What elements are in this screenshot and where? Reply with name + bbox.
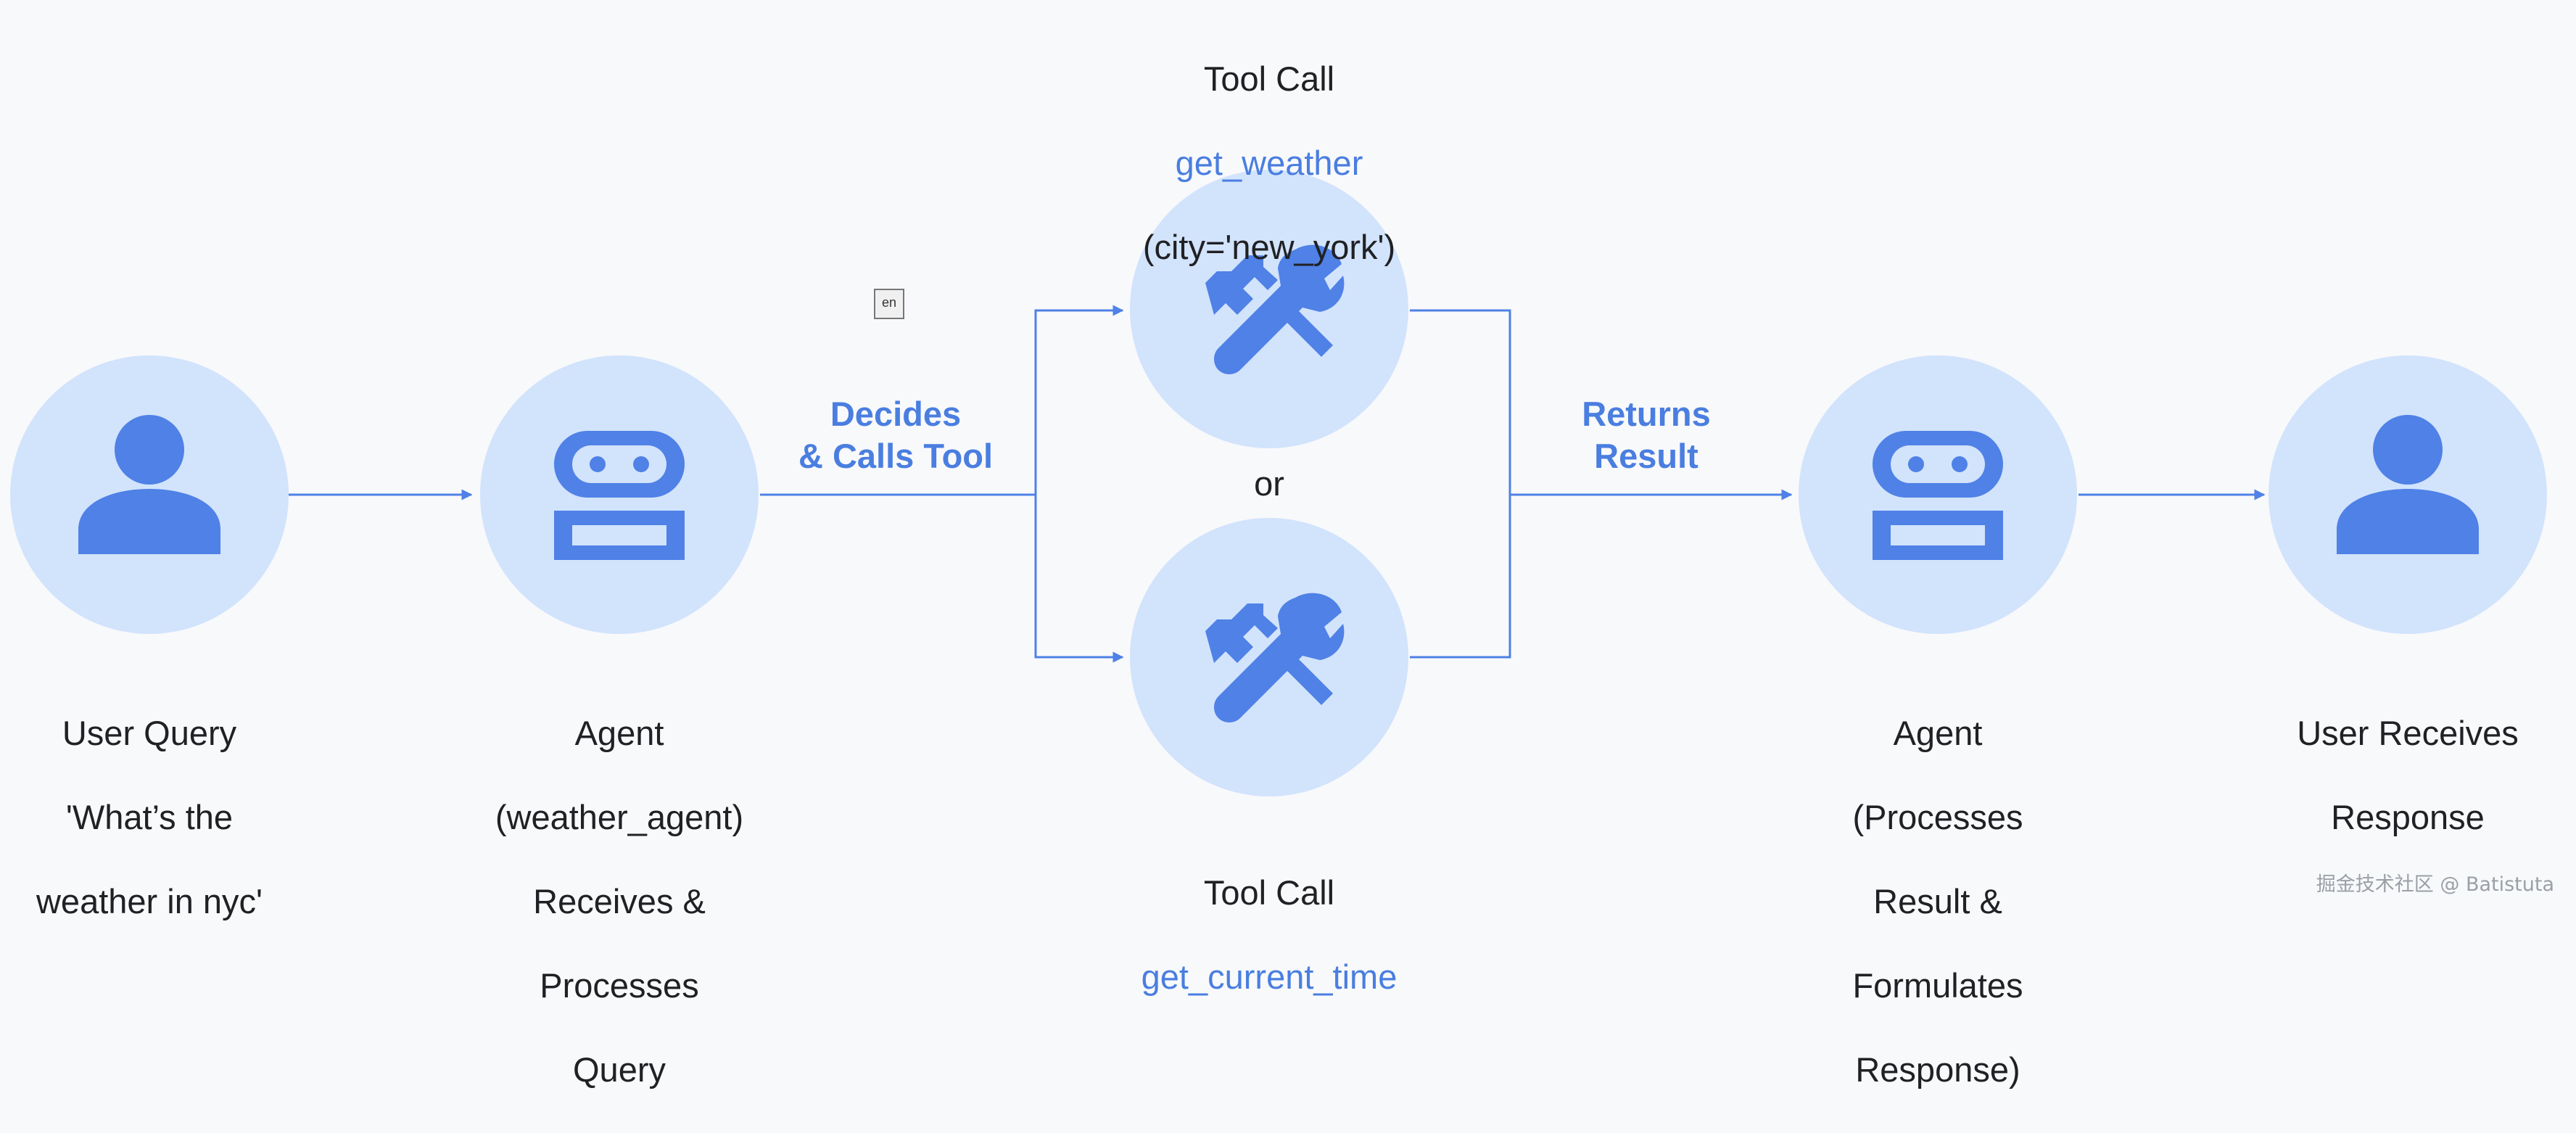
node-user-query <box>10 355 289 634</box>
node-agent-receives <box>480 355 759 634</box>
caption-line: Query <box>573 1050 666 1089</box>
tool-time-label: Tool Call get_current_time <box>1088 830 1450 1040</box>
edge-label-line: Returns <box>1582 395 1711 433</box>
or-label: or <box>1254 464 1284 503</box>
tool-weather-title: Tool Call <box>1203 59 1335 98</box>
flow-diagram <box>10 170 2547 796</box>
caption-line: Agent <box>1893 714 1983 752</box>
caption-line: Response <box>2331 798 2485 836</box>
tool-weather-args: (city='new_york') <box>1142 228 1396 266</box>
stray-glyph-icon: en <box>874 289 904 319</box>
node-user-receives <box>2269 355 2547 634</box>
caption-line: 'What’s the <box>65 798 234 836</box>
edge-label-line: Result <box>1594 437 1698 475</box>
caption-line: Agent <box>574 714 664 752</box>
node-tool-weather <box>1130 170 1408 448</box>
user-query-label: User Query 'What’s the weather in nyc' <box>4 670 294 965</box>
caption-line: (Processes <box>1852 798 2023 836</box>
edge-label-line: & Calls Tool <box>798 437 994 475</box>
tool-weather-label: Tool Call get_weather (city='new_york') <box>1088 16 1450 310</box>
edge-branch-to-tool-weather <box>1034 305 1124 495</box>
caption-line: Processes <box>540 966 699 1005</box>
caption-line: User Receives <box>2297 714 2519 752</box>
tool-time-title: Tool Call <box>1203 873 1335 912</box>
caption-line: User Query <box>62 714 237 752</box>
tool-weather-function: get_weather <box>1175 144 1363 182</box>
caption-line: Result & <box>1873 882 2002 920</box>
agent-processes-label: Agent (Processes Result & Formulates Res… <box>1793 670 2083 1133</box>
caption-line: weather in nyc' <box>36 882 263 920</box>
node-tool-time <box>1130 518 1408 796</box>
caption-line: Formulates <box>1852 966 2023 1005</box>
edge-label-returns-result: Returns Result <box>1530 393 1762 477</box>
edges <box>289 305 2266 663</box>
caption-line: Receives & <box>533 882 706 920</box>
edge-label-decides-calls-tool: Decides & Calls Tool <box>769 393 1023 477</box>
caption-line: Response) <box>1855 1050 2020 1089</box>
caption-line: (weather_agent) <box>495 798 744 836</box>
user-receives-label: User Receives Response <box>2263 670 2553 881</box>
agent-receives-label: Agent (weather_agent) Receives & Process… <box>474 670 764 1133</box>
node-agent-processes <box>1799 355 2077 634</box>
watermark: 掘金技术社区 @ Batistuta <box>2316 873 2554 896</box>
tool-time-function: get_current_time <box>1141 957 1398 996</box>
edge-tool-time-to-merge <box>1410 495 1511 659</box>
edge-label-line: Decides <box>830 395 962 433</box>
edge-branch-to-tool-time <box>1034 495 1124 663</box>
edge-tool-weather-to-merge <box>1410 309 1511 495</box>
